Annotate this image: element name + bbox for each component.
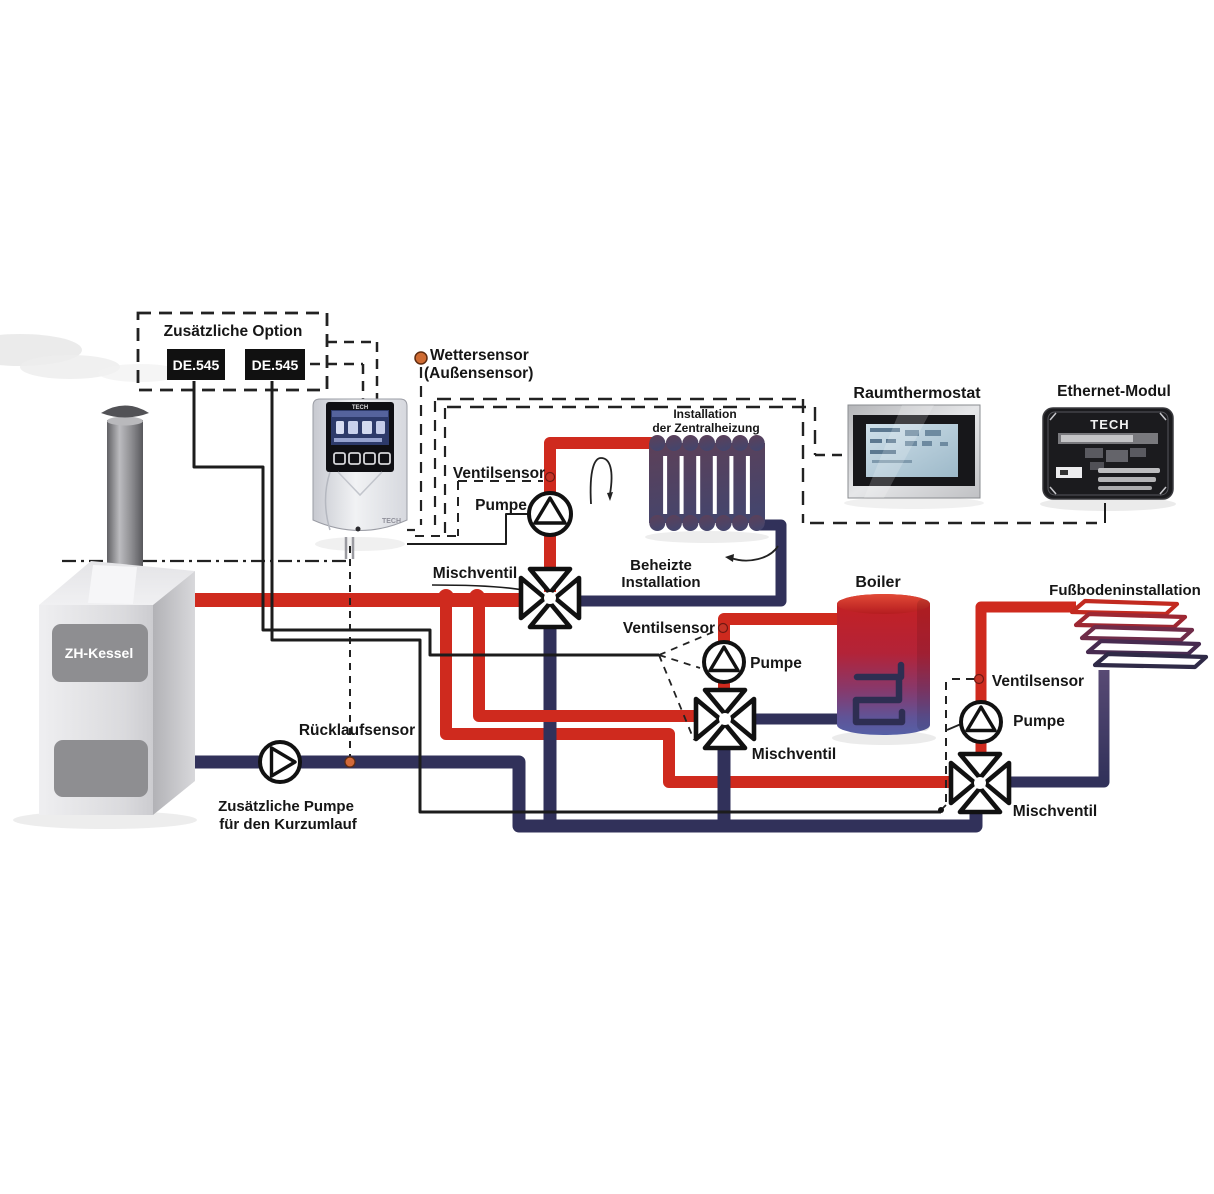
svg-text:Raumthermostat: Raumthermostat: [853, 385, 981, 402]
svg-text:für den Kurzumlauf: für den Kurzumlauf: [219, 816, 358, 833]
svg-text:ZH-Kessel: ZH-Kessel: [65, 645, 133, 661]
svg-text:Wettersensor: Wettersensor: [430, 347, 529, 364]
svg-text:TECH: TECH: [382, 518, 401, 525]
svg-text:TECH: TECH: [1090, 417, 1129, 432]
svg-text:Pumpe: Pumpe: [750, 655, 802, 672]
svg-text:Mischventil: Mischventil: [433, 565, 517, 582]
svg-text:Pumpe: Pumpe: [475, 497, 527, 514]
svg-text:Mischventil: Mischventil: [752, 746, 836, 763]
svg-text:Ventilsensor: Ventilsensor: [453, 465, 545, 482]
svg-text:Beheizte: Beheizte: [630, 557, 692, 574]
svg-text:Installation: Installation: [621, 574, 700, 591]
svg-text:Boiler: Boiler: [855, 574, 900, 591]
svg-text:DE.545: DE.545: [252, 357, 299, 373]
svg-text:Ventilsensor: Ventilsensor: [992, 673, 1084, 690]
svg-text:Mischventil: Mischventil: [1013, 803, 1097, 820]
svg-text:Zusätzliche Option: Zusätzliche Option: [164, 323, 303, 340]
svg-text:Fußbodeninstallation: Fußbodeninstallation: [1049, 582, 1201, 599]
svg-text:der Zentralheizung: der Zentralheizung: [652, 421, 759, 435]
svg-text:Rücklaufsensor: Rücklaufsensor: [299, 722, 415, 739]
svg-text:(Außensensor): (Außensensor): [424, 365, 533, 382]
svg-text:Installation: Installation: [673, 407, 736, 421]
svg-text:TECH: TECH: [352, 405, 368, 411]
svg-text:DE.545: DE.545: [173, 357, 220, 373]
svg-text:Pumpe: Pumpe: [1013, 713, 1065, 730]
svg-text:Zusätzliche Pumpe: Zusätzliche Pumpe: [218, 798, 354, 815]
svg-text:Ventilsensor: Ventilsensor: [623, 620, 715, 637]
svg-text:Ethernet-Modul: Ethernet-Modul: [1057, 383, 1171, 400]
